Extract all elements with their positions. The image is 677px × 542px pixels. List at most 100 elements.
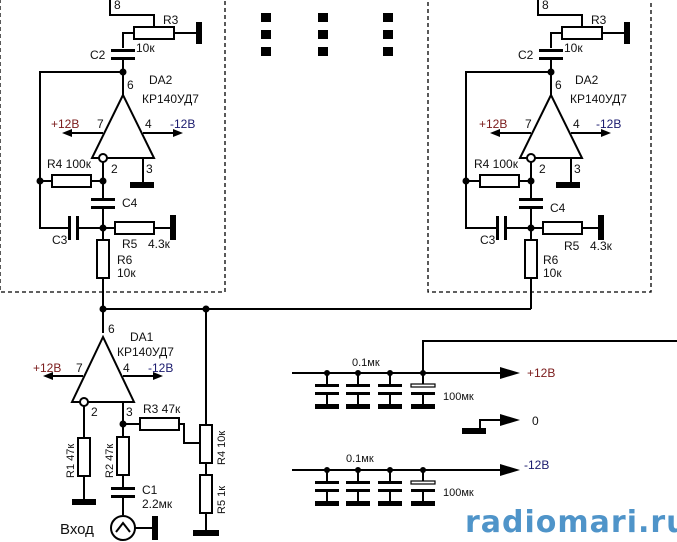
- opamp-da2: [518, 92, 584, 159]
- capacitor-c4: [519, 198, 543, 201]
- label-c1: C1: [142, 483, 158, 497]
- opamp-name: DA2: [149, 73, 173, 87]
- label-r5: R5: [564, 239, 580, 253]
- opamp-da2: [90, 92, 156, 159]
- ground-icon: [624, 22, 630, 44]
- ground-icon: [170, 215, 176, 240]
- pin-7: 7: [76, 361, 83, 375]
- ground-icon: [598, 215, 604, 240]
- label-c4: C4: [122, 196, 138, 210]
- label-vpos: +12В: [479, 117, 507, 131]
- capacitor-c2: [539, 49, 563, 52]
- resistor-r4: [479, 174, 520, 188]
- watermark: radiomari.ru: [465, 505, 677, 540]
- ground-icon: [193, 530, 219, 536]
- resistor-r4: [51, 174, 92, 188]
- label-neg-cap: 0.1мк: [346, 453, 374, 465]
- ground-icon: [130, 182, 154, 188]
- label-r5-value: 4.3к: [148, 237, 171, 251]
- ground-icon: [72, 499, 96, 505]
- pin-6: 6: [127, 78, 134, 92]
- input-stage: 6 DA1 КР140УД7 +12В 7 4 -12В 2 3 R1 47к …: [33, 309, 228, 541]
- pin-8: 8: [542, 0, 549, 12]
- label-r3: R3 47к: [143, 402, 181, 416]
- pin-7: 7: [525, 117, 532, 131]
- label-c1-value: 2.2мк: [142, 497, 173, 511]
- pin-3: 3: [574, 162, 581, 176]
- resistor-r3: [139, 417, 180, 431]
- label-r6: R6: [543, 253, 559, 267]
- stage-top-right: 8 R3 10к C2 6 DA2 КР140УД7 +12В 7 4 -12В…: [427, 0, 652, 309]
- label-vneg: -12В: [170, 117, 195, 131]
- ground-rail: 0: [462, 414, 539, 434]
- label-c3: C3: [480, 233, 496, 247]
- opamp-type: КР140УД7: [117, 345, 174, 359]
- label-vneg: -12В: [596, 117, 621, 131]
- pin-7: 7: [97, 117, 104, 131]
- capacitor-c4: [91, 198, 115, 201]
- resistor-r6: [96, 239, 110, 279]
- label-r5-value: 4.3к: [590, 239, 613, 253]
- input-label: Вход: [60, 521, 94, 538]
- ground-icon: [462, 428, 486, 434]
- pin-2: 2: [539, 162, 546, 176]
- resistor-r5: [114, 221, 155, 235]
- label-r6-value: 10к: [117, 266, 136, 280]
- label-neg-elec: 100мк: [443, 487, 474, 499]
- pin-4: 4: [573, 117, 580, 131]
- label-r3: R3: [591, 13, 607, 27]
- capacitor-c3: [68, 216, 71, 240]
- resistor-r3: [133, 26, 175, 40]
- pin-6: 6: [108, 322, 115, 336]
- opamp-type: КР140УД7: [142, 92, 199, 106]
- pin-4: 4: [145, 117, 152, 131]
- label-c2: C2: [518, 48, 534, 62]
- neg-cap-bank: [315, 467, 436, 506]
- continuation-marks: [261, 13, 393, 56]
- label-r4: R4 10к: [216, 431, 228, 465]
- opamp-name: DA1: [130, 330, 154, 344]
- pin-2: 2: [111, 162, 118, 176]
- label-r3: R3: [163, 13, 179, 27]
- label-pos-elec: 100мк: [443, 391, 474, 403]
- power-positive: 0.1мк +12В 100мк: [292, 340, 677, 409]
- resistor-r6: [524, 239, 538, 279]
- label-r2: R2 47к: [104, 444, 116, 478]
- stage-boundary: [427, 0, 652, 293]
- ground-icon: [556, 182, 580, 188]
- stage-boundary: [0, 0, 226, 293]
- pin-6: 6: [555, 78, 562, 92]
- label-r3-value: 10к: [564, 41, 583, 55]
- capacitor-c1: [111, 487, 135, 490]
- resistor-r2: [116, 436, 130, 476]
- label-r1: R1 47к: [65, 444, 77, 478]
- label-pos-rail: +12В: [527, 366, 555, 380]
- label-ground: 0: [532, 414, 539, 428]
- label-r6: R6: [117, 253, 133, 267]
- label-c4: C4: [550, 201, 566, 215]
- label-r6-value: 10к: [543, 266, 562, 280]
- label-vneg: -12В: [148, 361, 173, 375]
- label-c2: C2: [90, 48, 106, 62]
- opamp-da1: [70, 334, 136, 403]
- label-r5: R5: [122, 237, 138, 251]
- resistor-r4-pot: [199, 424, 213, 464]
- label-pos-cap: 0.1мк: [352, 357, 380, 369]
- resistor-r5: [542, 221, 583, 235]
- label-r5: R5 1к: [216, 486, 228, 514]
- power-negative: 0.1мк -12В 100мк: [292, 453, 549, 506]
- opamp-name: DA2: [575, 73, 599, 87]
- input-jack-icon[interactable]: [110, 515, 136, 541]
- ground-icon: [152, 516, 158, 540]
- resistor-r5: [199, 474, 213, 514]
- ground-icon: [196, 22, 202, 44]
- stage-top-left: 8 R3 10к C2 6 DA2 КР140УД7 +12В 7 4 -12В…: [0, 0, 226, 333]
- label-vpos: +12В: [51, 117, 79, 131]
- label-r3-value: 10к: [136, 41, 155, 55]
- pin-3: 3: [146, 162, 153, 176]
- resistor-r1: [77, 437, 91, 477]
- pos-cap-bank: [315, 370, 436, 409]
- label-neg-rail: -12В: [524, 458, 549, 472]
- pin-2: 2: [91, 405, 98, 419]
- pin-3: 3: [126, 405, 133, 419]
